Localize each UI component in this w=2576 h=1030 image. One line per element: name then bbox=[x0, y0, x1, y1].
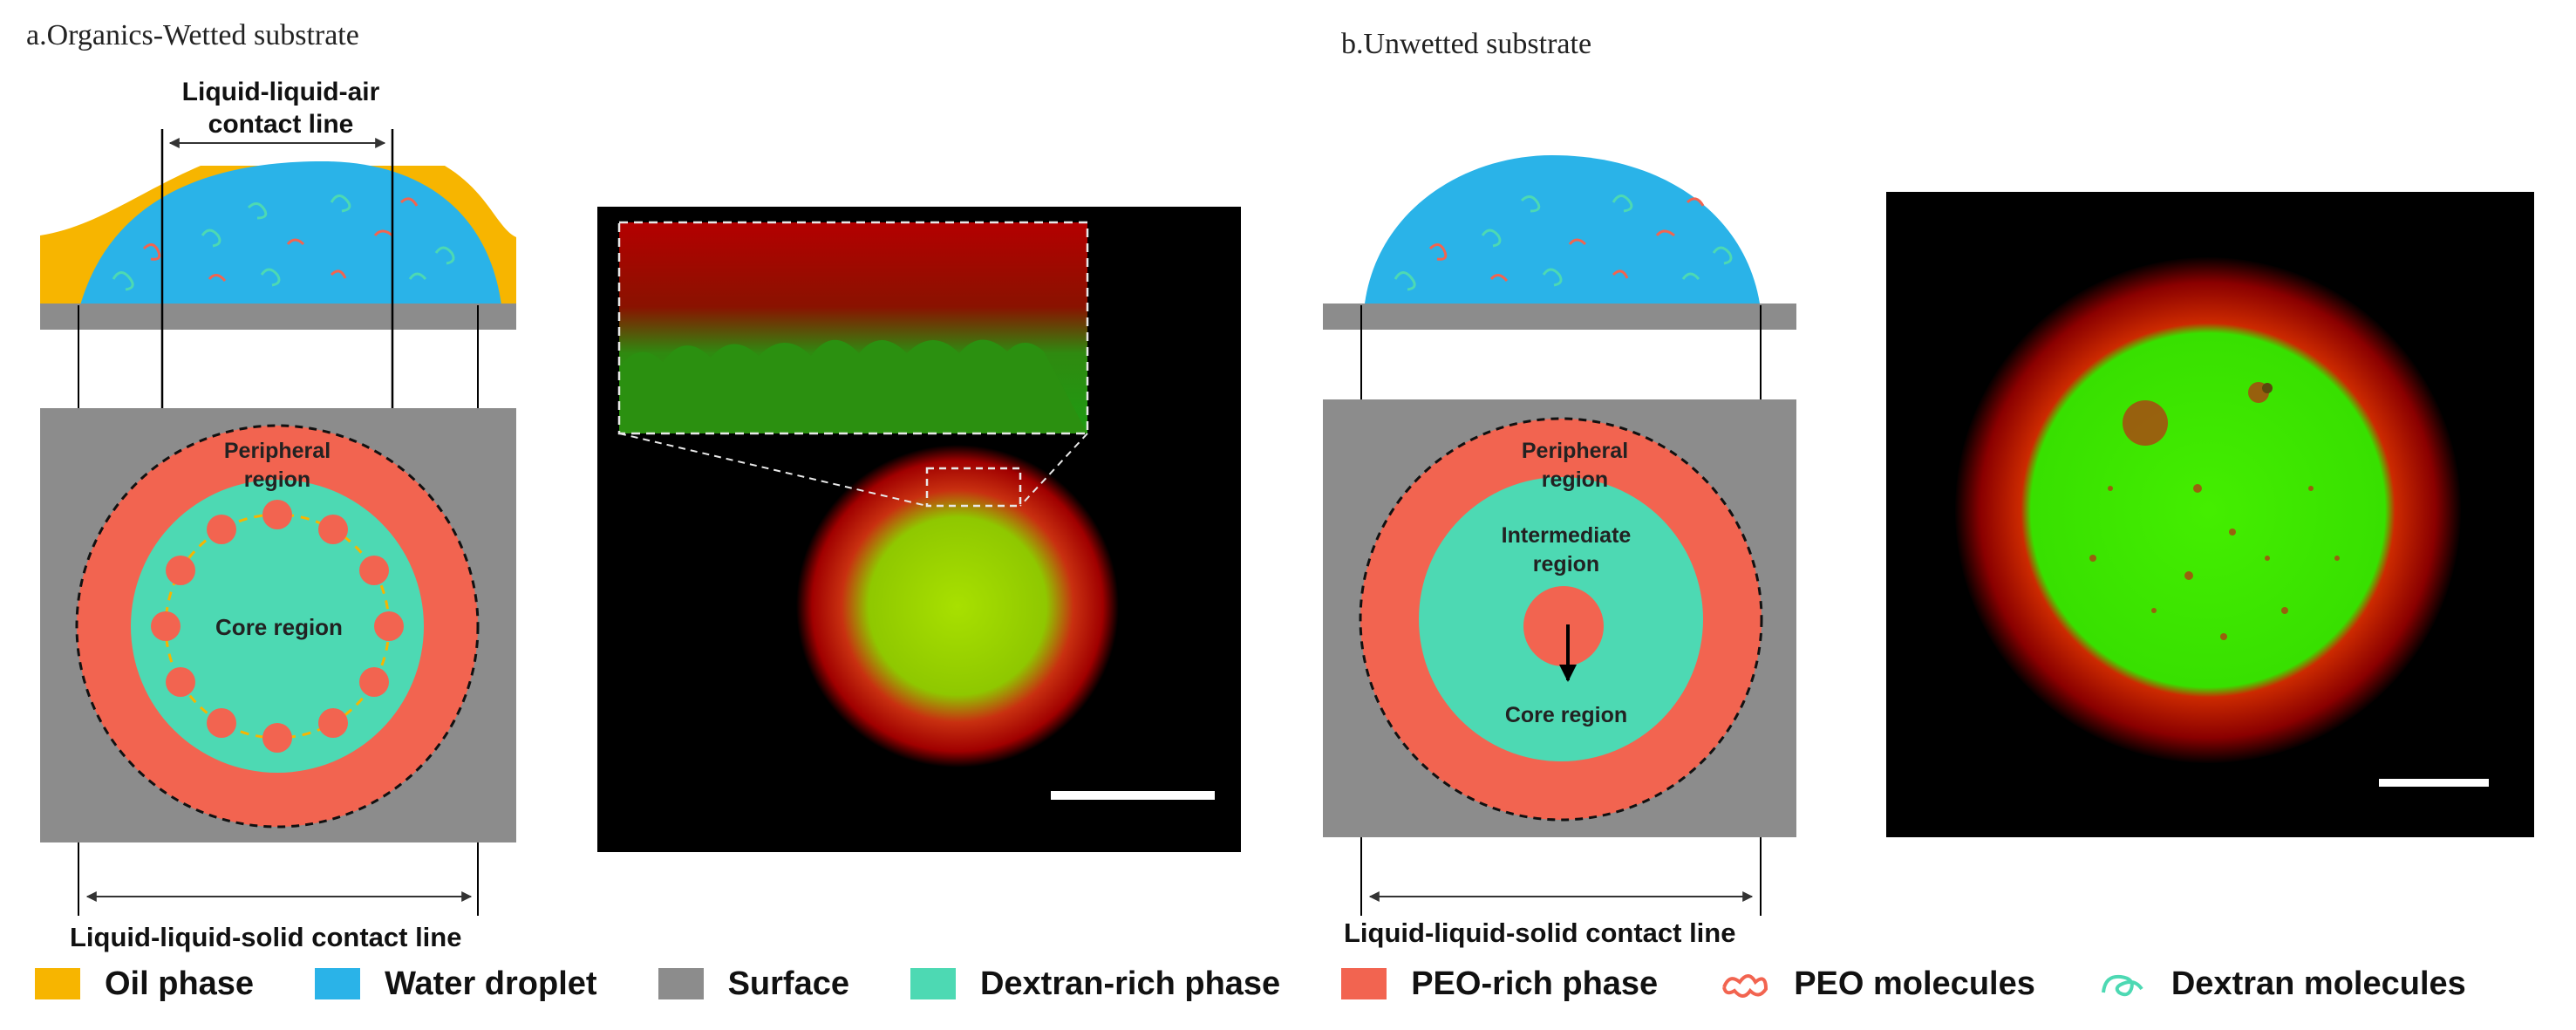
peo-droplets-a bbox=[151, 500, 404, 753]
core-label-a: Core region bbox=[215, 614, 343, 640]
core-peo-droplet-b bbox=[1523, 586, 1604, 666]
intermediate-label-b-1: Intermediate bbox=[1502, 523, 1632, 548]
dextran-molecule-icon bbox=[2101, 974, 2143, 997]
legend-label: Dextran molecules bbox=[2171, 965, 2466, 1002]
legend-label: Surface bbox=[727, 965, 849, 1002]
droplet-inclusions-b bbox=[2089, 382, 2340, 640]
legend-item-water: Water droplet bbox=[315, 965, 597, 1003]
panel-b-top-view bbox=[1323, 399, 1796, 837]
top-contact-label-a-2: contact line bbox=[208, 110, 354, 139]
dextran-phase-swatch bbox=[910, 968, 956, 999]
top-contact-label-a-1: Liquid-liquid-air bbox=[182, 78, 380, 106]
surface-swatch bbox=[658, 968, 704, 999]
surface-b bbox=[1323, 304, 1796, 330]
peripheral-label-b-2: region bbox=[1542, 467, 1608, 492]
legend-item-dextran-phase: Dextran-rich phase bbox=[910, 965, 1280, 1003]
core-region-a bbox=[131, 480, 424, 773]
scale-bar-b bbox=[2379, 779, 2489, 787]
panel-b-side-view bbox=[1323, 155, 1796, 916]
bottom-contact-label-a: Liquid-liquid-solid contact line bbox=[70, 922, 461, 952]
water-droplet-swatch bbox=[315, 968, 361, 999]
legend: Oil phase Water droplet Surface Dextran-… bbox=[35, 958, 2546, 1010]
molecules-b bbox=[1394, 194, 1733, 291]
water-droplet-a bbox=[80, 161, 501, 305]
oil-phase-swatch bbox=[35, 968, 80, 999]
peripheral-label-b-1: Peripheral bbox=[1522, 439, 1628, 463]
droplet-image-a bbox=[796, 445, 1119, 767]
legend-label: Water droplet bbox=[385, 965, 597, 1002]
intermediate-label-b-2: region bbox=[1533, 552, 1599, 576]
panel-b-label: b.Unwetted substrate bbox=[1341, 28, 1592, 60]
micrograph-a bbox=[597, 207, 1241, 852]
micrograph-b bbox=[1886, 192, 2534, 837]
scale-bar-a bbox=[1051, 791, 1215, 800]
peo-molecule-icon bbox=[1722, 974, 1768, 998]
peripheral-label-a-1: Peripheral bbox=[224, 439, 331, 463]
legend-label: PEO molecules bbox=[1794, 965, 2035, 1002]
legend-item-surface: Surface bbox=[658, 965, 849, 1003]
panel-a-side-view bbox=[40, 129, 516, 916]
legend-item-dextran-molecules: Dextran molecules bbox=[2096, 965, 2466, 1003]
bottom-contact-label-b: Liquid-liquid-solid contact line bbox=[1344, 917, 1735, 948]
panel-a-top-view bbox=[40, 408, 516, 842]
zoom-box-a bbox=[925, 467, 1022, 508]
legend-item-oil: Oil phase bbox=[35, 965, 254, 1003]
molecules-a bbox=[112, 194, 455, 291]
water-droplet-b bbox=[1365, 155, 1760, 304]
legend-item-peo-phase: PEO-rich phase bbox=[1341, 965, 1658, 1003]
droplet-image-b bbox=[1955, 257, 2461, 763]
surface-a bbox=[40, 304, 516, 330]
peo-phase-swatch bbox=[1341, 968, 1387, 999]
peripheral-label-a-2: region bbox=[244, 467, 310, 492]
panel-a-label: a.Organics-Wetted substrate bbox=[26, 19, 359, 51]
core-label-b: Core region bbox=[1505, 703, 1627, 727]
legend-label: Dextran-rich phase bbox=[979, 965, 1281, 1002]
legend-label: Oil phase bbox=[105, 965, 255, 1002]
legend-item-peo-molecules: PEO molecules bbox=[1719, 965, 2035, 1003]
legend-label: PEO-rich phase bbox=[1411, 965, 1659, 1002]
